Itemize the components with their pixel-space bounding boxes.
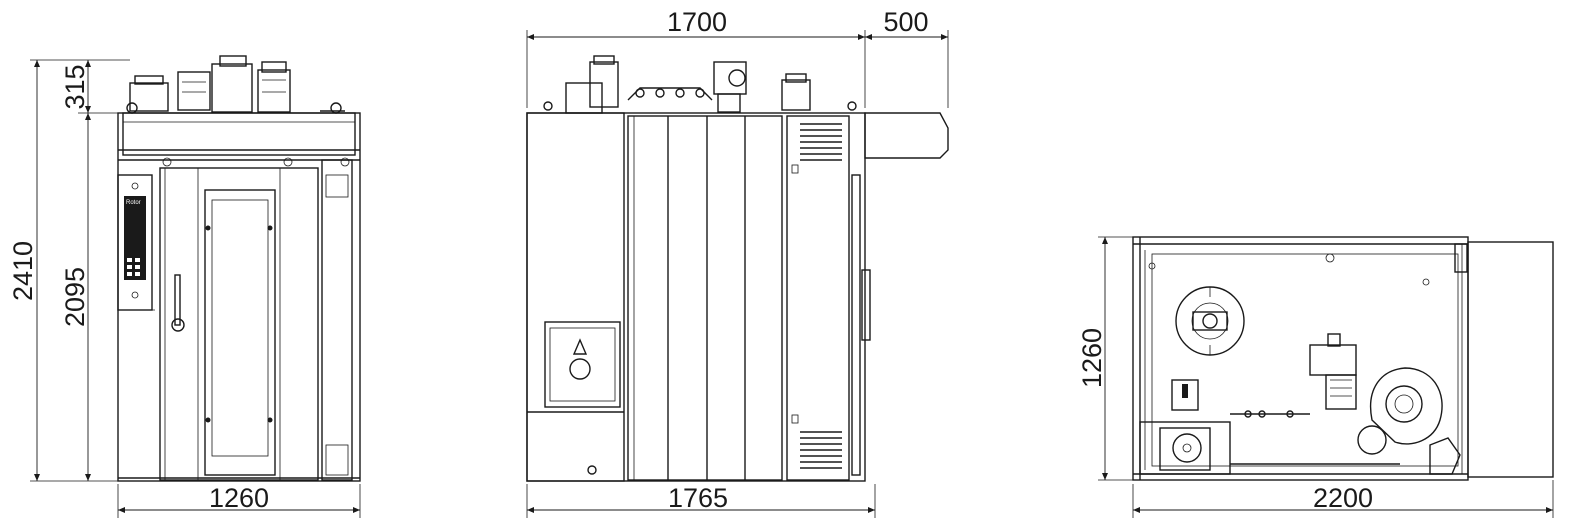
- control-panel: Rotor: [117, 174, 153, 311]
- vent-grille-top: [800, 123, 842, 161]
- vent-grille-bottom: [800, 431, 842, 469]
- dim-total-height: 2410: [8, 241, 38, 301]
- dim-side-depth-top: 1700: [667, 7, 727, 37]
- side-top-machinery: [543, 55, 857, 114]
- burner-access-panel: [544, 321, 621, 408]
- extraction-hood: [864, 112, 949, 159]
- side-cabinet: [526, 112, 866, 482]
- dim-body-height: 2095: [60, 267, 90, 327]
- top-view: [1132, 236, 1554, 481]
- dim-top-depth: 1260: [1077, 328, 1107, 388]
- side-view: [526, 55, 949, 482]
- front-view: Rotor: [117, 55, 361, 482]
- burner-blower: [1357, 367, 1443, 455]
- dim-top-height: 315: [60, 64, 90, 109]
- front-door: [159, 167, 319, 481]
- front-dimensions: 2410 2095 315 1260: [8, 59, 361, 518]
- panel-brand-label: Rotor: [126, 200, 141, 206]
- dim-hood-extension: 500: [883, 7, 928, 37]
- front-top-machinery: [126, 55, 345, 114]
- side-dimensions: 1700 500 1765: [526, 7, 949, 518]
- dim-top-length: 2200: [1313, 483, 1373, 513]
- dim-side-depth-bottom: 1765: [668, 483, 728, 513]
- top-view-motor: [1309, 333, 1357, 410]
- circulation-fan: [1175, 286, 1245, 356]
- dim-front-width: 1260: [209, 483, 269, 513]
- top-dimensions: 1260 2200: [1077, 236, 1554, 518]
